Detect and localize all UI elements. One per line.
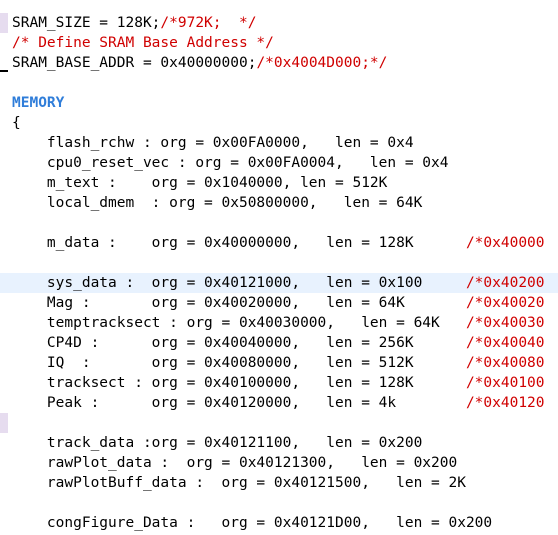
- code-token-comment: /*972K; */: [160, 15, 257, 31]
- code-token-code: track_data :org = 0x40121100, len = 0x20…: [12, 435, 423, 451]
- code-token-comment: /*0x40100: [465, 375, 545, 391]
- code-line-text: local_dmem : org = 0x50800000, len = 64K: [12, 193, 422, 213]
- code-line-text: m_data : org = 0x40000000, len = 128K /*…: [12, 233, 545, 253]
- code-token-code: Mag : org = 0x40020000, len = 64K: [12, 295, 466, 311]
- code-token-code: cpu0_reset_vec : org = 0x00FA0004, len =…: [12, 155, 449, 171]
- code-token-comment: /*0x40040: [465, 335, 545, 351]
- code-line-text: rawPlotBuff_data : org = 0x40121500, len…: [12, 473, 466, 493]
- code-line[interactable]: rawPlot_data : org = 0x40121300, len = 0…: [0, 453, 558, 473]
- code-token-keyword: MEMORY: [12, 95, 65, 111]
- code-line[interactable]: temptracksect : org = 0x40030000, len = …: [0, 313, 558, 333]
- code-token-code: local_dmem : org = 0x50800000, len = 64K: [12, 195, 423, 211]
- code-line-text: /* Define SRAM Base Address */: [12, 33, 274, 53]
- code-token-code: flash_rchw : org = 0x00FA0000, len = 0x4: [12, 135, 414, 151]
- code-token-code: IQ : org = 0x40080000, len = 512K: [12, 355, 466, 371]
- code-line[interactable]: track_data :org = 0x40121100, len = 0x20…: [0, 433, 558, 453]
- code-line[interactable]: SRAM_SIZE = 128K;/*972K; */: [0, 13, 558, 33]
- code-line[interactable]: CP4D : org = 0x40040000, len = 256K /*0x…: [0, 333, 558, 353]
- code-line[interactable]: IQ : org = 0x40080000, len = 512K /*0x40…: [0, 353, 558, 373]
- code-line-text: {: [12, 113, 21, 133]
- caret-indicator: [0, 70, 8, 72]
- code-line[interactable]: tracksect : org = 0x40100000, len = 128K…: [0, 373, 558, 393]
- code-line[interactable]: congFigure_Data : org = 0x40121D00, len …: [0, 513, 558, 533]
- code-line[interactable]: m_data : org = 0x40000000, len = 128K /*…: [0, 233, 558, 253]
- code-line-text: SRAM_BASE_ADDR = 0x40000000;/*0x4004D000…: [12, 53, 387, 73]
- code-line-text: IQ : org = 0x40080000, len = 512K /*0x40…: [12, 353, 545, 373]
- code-token-code: SRAM_BASE_ADDR = 0x40000000;: [12, 55, 257, 71]
- code-line[interactable]: local_dmem : org = 0x50800000, len = 64K: [0, 193, 558, 213]
- code-token-comment: /*0x40080: [465, 355, 545, 371]
- code-line[interactable]: cpu0_reset_vec : org = 0x00FA0004, len =…: [0, 153, 558, 173]
- code-token-code: rawPlot_data : org = 0x40121300, len = 0…: [12, 455, 458, 471]
- code-line-text: MEMORY: [12, 93, 64, 113]
- code-line[interactable]: Mag : org = 0x40020000, len = 64K /*0x40…: [0, 293, 558, 313]
- code-token-comment: /*0x40200: [465, 275, 545, 291]
- code-token-code: SRAM_SIZE = 128K;: [12, 15, 161, 31]
- code-token-code: temptracksect : org = 0x40030000, len = …: [12, 315, 466, 331]
- code-token-code: m_text : org = 0x1040000, len = 512K: [12, 175, 388, 191]
- code-token-code: tracksect : org = 0x40100000, len = 128K: [12, 375, 466, 391]
- code-token-code: sys_data : org = 0x40121000, len = 0x100: [12, 275, 466, 291]
- code-line[interactable]: Peak : org = 0x40120000, len = 4k /*0x40…: [0, 393, 558, 413]
- code-token-code: CP4D : org = 0x40040000, len = 256K: [12, 335, 466, 351]
- code-token-code: rawPlotBuff_data : org = 0x40121500, len…: [12, 475, 466, 491]
- code-token-comment: /*0x40120: [465, 395, 545, 411]
- code-line-text: SRAM_SIZE = 128K;/*972K; */: [12, 13, 256, 33]
- code-token-code: Peak : org = 0x40120000, len = 4k: [12, 395, 466, 411]
- gutter-marker: [0, 413, 8, 433]
- code-line[interactable]: SRAM_BASE_ADDR = 0x40000000;/*0x4004D000…: [0, 53, 558, 73]
- code-line[interactable]: /* Define SRAM Base Address */: [0, 33, 558, 53]
- code-token-code: {: [12, 115, 21, 131]
- code-line-text: congFigure_Data : org = 0x40121D00, len …: [12, 513, 492, 533]
- code-line-text: track_data :org = 0x40121100, len = 0x20…: [12, 433, 422, 453]
- code-line[interactable]: flash_rchw : org = 0x00FA0000, len = 0x4: [0, 133, 558, 153]
- code-token-comment: /*0x4004D000;*/: [256, 55, 388, 71]
- code-token-comment: /*0x40030: [465, 315, 545, 331]
- code-line[interactable]: MEMORY: [0, 93, 558, 113]
- code-line-text: flash_rchw : org = 0x00FA0000, len = 0x4: [12, 133, 414, 153]
- code-line[interactable]: rawPlotBuff_data : org = 0x40121500, len…: [0, 473, 558, 493]
- code-line-text: m_text : org = 0x1040000, len = 512K: [12, 173, 387, 193]
- code-line-text: sys_data : org = 0x40121000, len = 0x100…: [12, 273, 545, 293]
- code-line[interactable]: m_text : org = 0x1040000, len = 512K: [0, 173, 558, 193]
- code-line-text: tracksect : org = 0x40100000, len = 128K…: [12, 373, 545, 393]
- code-line-text: Peak : org = 0x40120000, len = 4k /*0x40…: [12, 393, 545, 413]
- code-token-comment: /*0x40000: [465, 235, 545, 251]
- code-line-text: temptracksect : org = 0x40030000, len = …: [12, 313, 545, 333]
- code-token-comment: /* Define SRAM Base Address */: [12, 35, 274, 51]
- code-line-text: Mag : org = 0x40020000, len = 64K /*0x40…: [12, 293, 545, 313]
- current-code-line[interactable]: sys_data : org = 0x40121000, len = 0x100…: [0, 273, 558, 293]
- code-token-code: congFigure_Data : org = 0x40121D00, len …: [12, 515, 493, 531]
- code-line[interactable]: {: [0, 113, 558, 133]
- code-token-comment: /*0x40020: [465, 295, 545, 311]
- code-line-text: CP4D : org = 0x40040000, len = 256K /*0x…: [12, 333, 545, 353]
- code-token-code: m_data : org = 0x40000000, len = 128K: [12, 235, 466, 251]
- code-line-text: rawPlot_data : org = 0x40121300, len = 0…: [12, 453, 457, 473]
- gutter-marker: [0, 13, 8, 33]
- code-line-text: cpu0_reset_vec : org = 0x00FA0004, len =…: [12, 153, 449, 173]
